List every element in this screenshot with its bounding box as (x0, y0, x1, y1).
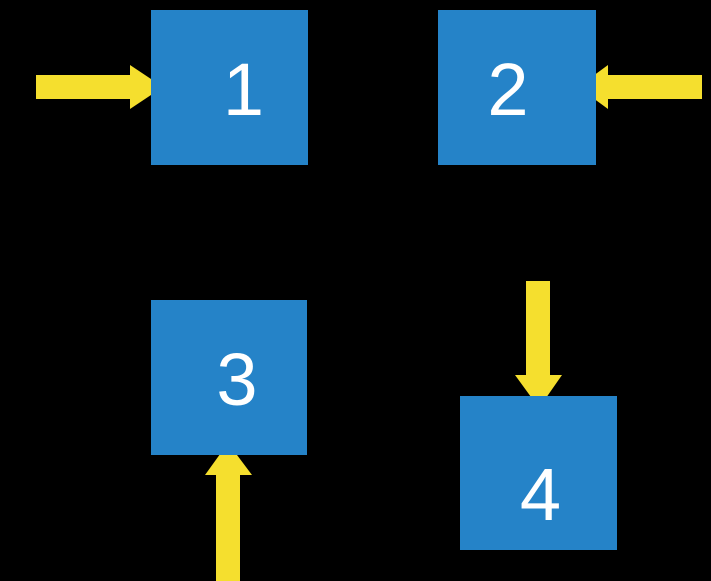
arrow-left-icon (578, 65, 702, 109)
block-node-3-label: 3 (216, 337, 258, 421)
arrow-down-shape (515, 281, 562, 408)
block-node-1[interactable]: 1 (151, 10, 308, 165)
arrow-up-shape (205, 443, 252, 581)
arrow-up-icon (205, 443, 252, 581)
arrow-right-icon (36, 65, 163, 109)
block-node-4-label: 4 (519, 453, 562, 536)
block-node-1-label: 1 (222, 47, 265, 131)
block-node-2[interactable]: 2 (438, 10, 596, 165)
block-node-2-label: 2 (487, 47, 529, 131)
block-node-4[interactable]: 4 (460, 396, 617, 550)
arrow-down-icon (515, 281, 562, 408)
block-node-3[interactable]: 3 (151, 300, 307, 455)
arrow-left-shape (578, 65, 702, 109)
arrow-right-shape (36, 65, 163, 109)
